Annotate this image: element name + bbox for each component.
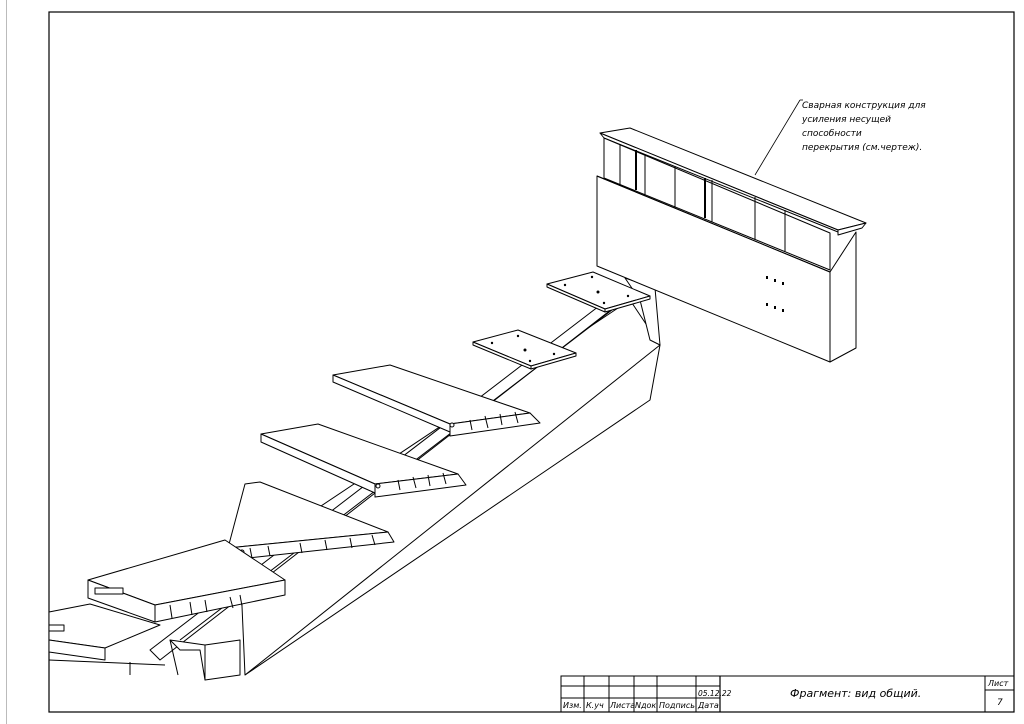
header-izm: Изм.: [563, 701, 582, 710]
header-podpis: Подпись: [659, 701, 695, 710]
annotation-line-2: усиления несущей: [801, 115, 891, 125]
title-block-text: 05.12.22 Изм. К.уч Листа Nдок Подпись Да…: [563, 679, 1009, 710]
header-ndok: Nдок: [635, 701, 656, 710]
annotation-leader: [754, 99, 801, 176]
drawing-title: Фрагмент: вид общий.: [790, 687, 921, 700]
tread-3: [87, 539, 286, 623]
annotation-line-3: способности: [802, 129, 862, 139]
sheet-edge-line: [6, 0, 7, 724]
header-data: Дата: [697, 701, 719, 710]
annotation-line-4: перекрытия (см.чертеж).: [802, 143, 922, 153]
header-kuch: К.уч: [586, 701, 604, 710]
stringer-bottom-edge: [244, 344, 661, 676]
tread-1: [332, 364, 541, 437]
winder-tread: [227, 481, 395, 561]
sheet-label: Лист: [987, 679, 1009, 688]
staircase-drawing: [48, 127, 867, 681]
annotation-line-1: Сварная конструкция для: [802, 101, 926, 111]
annotation-text: Сварная конструкция для усиления несущей…: [801, 101, 926, 153]
welded-reinforcement: [596, 127, 867, 363]
drawing-frame: [48, 11, 1015, 713]
header-lista: Листа: [609, 701, 635, 710]
tread-2: [260, 423, 467, 498]
date-value: 05.12.22: [698, 689, 732, 698]
tread-4: [48, 603, 161, 661]
sheet-number: 7: [997, 698, 1003, 708]
title-block: [560, 675, 1015, 713]
